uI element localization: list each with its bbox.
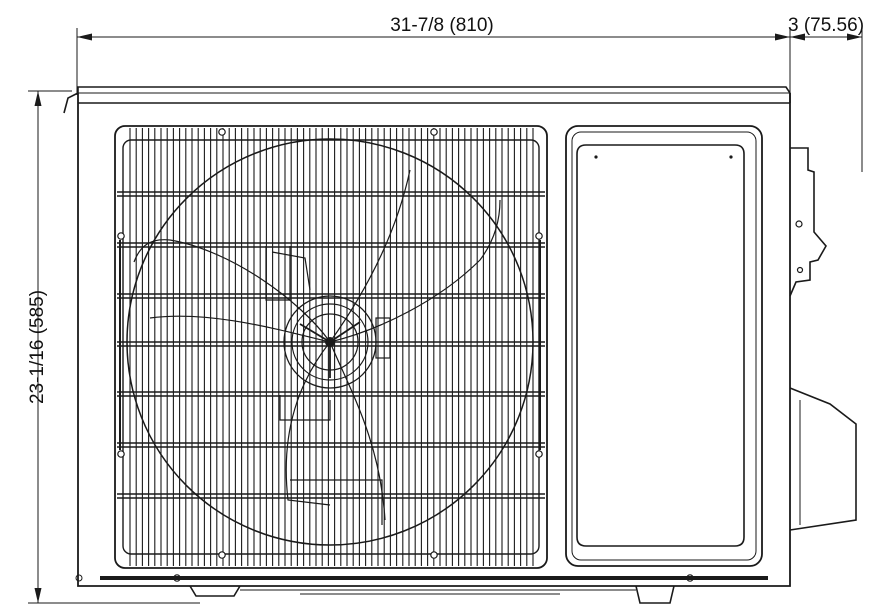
side-panel [565,125,763,567]
width-dimension-label: 31-7/8 (810) [390,15,494,36]
fan-grille [114,125,548,569]
height-dimension-label: 23-1/16 (585) [27,290,48,404]
cabinet [63,86,791,604]
depth-dimension-label: 3 (75.56) [788,15,864,36]
valve-cover [789,147,857,531]
width-dimension: 31-7/8 (810) 3 (75.56) [76,15,864,172]
height-dimension: 23-1/16 (585) [27,90,200,604]
fan-blades [133,169,501,525]
